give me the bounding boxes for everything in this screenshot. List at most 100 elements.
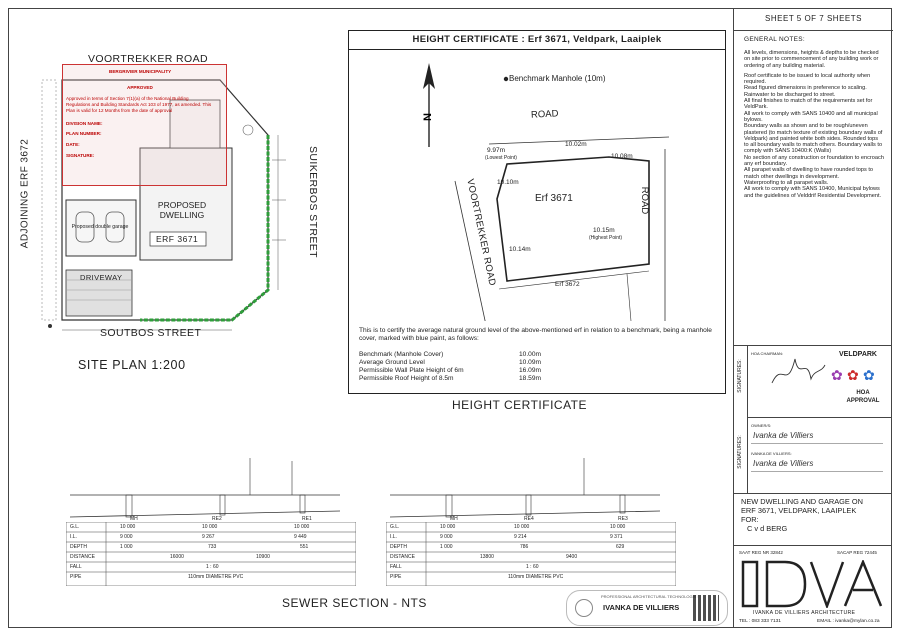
- erf-label: ERF 3671: [156, 234, 199, 244]
- row-label: I.L.: [390, 534, 397, 540]
- benchmark-label: Benchmark Manhole (10m): [509, 74, 606, 83]
- stamp-name: IVANKA DE VILLIERS: [603, 603, 680, 612]
- approval-title: BERGRIVIER MUNICIPALITY: [109, 69, 172, 74]
- designer-signature: Ivanka de Villiers: [753, 459, 814, 468]
- erf-plot: N: [422, 63, 670, 321]
- col-header: RE3: [618, 516, 628, 522]
- row-label: PIPE: [70, 574, 82, 580]
- approval-field: DIVISION NAME:: [66, 121, 103, 126]
- firm-stamp: PROFESSIONAL ARCHITECTURAL TECHNOLOGIST …: [566, 590, 728, 626]
- sewer-profile-1: [69, 458, 341, 518]
- adjoining-erf-label: ADJOINING ERF 3672: [19, 138, 31, 249]
- hc-row-value: 16.09m: [519, 367, 541, 374]
- level-highest-note: (Highest Point): [589, 235, 623, 241]
- cell: 733: [208, 544, 217, 550]
- note: Read figured dimensions in preference to…: [744, 85, 867, 92]
- cell: 9 214: [514, 534, 527, 540]
- notes-title: GENERAL NOTES:: [744, 36, 806, 43]
- stamp-role: PROFESSIONAL ARCHITECTURAL TECHNOLOGIST: [601, 594, 699, 599]
- cell: 1 000: [120, 544, 133, 550]
- flower-icon: ✿: [863, 367, 875, 383]
- owner-label: OWNER/S:: [751, 423, 772, 428]
- sacap-reg: SACAP REG 72445: [837, 550, 877, 555]
- note: Waterproofing to all parapet walls.: [744, 179, 829, 186]
- site-plan-caption: SITE PLAN 1:200: [78, 358, 186, 372]
- cell: 16000: [170, 554, 184, 560]
- dwelling-label: PROPOSED DWELLING: [157, 200, 207, 220]
- car-icon: [105, 211, 125, 243]
- cell: 10 000: [120, 524, 136, 530]
- firm-logo: [741, 560, 883, 608]
- garage-label: Proposed double garage: [71, 224, 129, 230]
- cell: 1 : 60: [206, 564, 219, 570]
- height-certificate-caption: HEIGHT CERTIFICATE: [452, 398, 588, 412]
- firm-tel: TEL : 083 333 7131: [739, 619, 781, 624]
- cell: 9400: [566, 554, 578, 560]
- hoa-signature: [771, 358, 826, 384]
- road-right-label: ROAD: [639, 186, 651, 215]
- row-label: DISTANCE: [390, 554, 415, 560]
- cell: 786: [520, 544, 529, 550]
- approval-text: Regulations and Building Standards Act 1…: [66, 102, 212, 107]
- note: All parapet walls of dwelling to have ro…: [744, 167, 874, 180]
- cell: 1 000: [440, 544, 453, 550]
- cell: 10 000: [514, 524, 530, 530]
- approval-text: Approved in terms of Section 7(1)(a) of …: [66, 96, 189, 101]
- firm-logo-icon: [575, 599, 593, 617]
- level-bottom-left: 10.14m: [509, 246, 531, 253]
- general-notes: All levels, dimensions, heights & depths…: [744, 50, 884, 199]
- signatures-side-label: SIGNATURES:: [737, 359, 743, 393]
- road-top-label: ROAD: [530, 108, 559, 121]
- qr-code-icon: [693, 595, 719, 621]
- height-certificate-box: HEIGHT CERTIFICATE : Erf 3671, Veldpark,…: [348, 30, 726, 394]
- cell: 9 000: [120, 534, 133, 540]
- col-header: RE2: [212, 516, 222, 522]
- hc-row-label: Benchmark (Manhole Cover): [359, 351, 444, 358]
- street-right-label: SUIKERBOS STREET: [307, 145, 319, 258]
- project-line: NEW DWELLING AND GARAGE ON: [741, 497, 863, 506]
- approval-field: DATE:: [66, 142, 80, 147]
- col-header: MH: [450, 516, 458, 522]
- row-label: DISTANCE: [70, 554, 95, 560]
- saat-reg: SAAT REG NR 32842: [739, 550, 783, 555]
- hc-row: Permissible Roof Height of 8.5m 18.59m: [359, 375, 559, 382]
- hc-row-value: 18.59m: [519, 375, 541, 382]
- hc-row-label: Permissible Roof Height of 8.5m: [359, 375, 454, 382]
- note: All work to comply with SANS 10400 and a…: [744, 110, 878, 123]
- level-highest: 10.15m: [593, 227, 615, 234]
- drawing-frame: [8, 8, 892, 628]
- firm-block: SAAT REG NR 32842 SACAP REG 72445 IVANKA…: [733, 545, 892, 628]
- level-lowest-note: (Lowest Point): [485, 155, 517, 161]
- owner-signature: Ivanka de Villiers: [753, 431, 814, 440]
- hoa-approval-label: HOA APPROVAL: [846, 390, 880, 404]
- erf-3671-outline: [496, 156, 650, 282]
- title-block: SHEET 5 OF 7 SHEETS GENERAL NOTES: All l…: [733, 8, 893, 628]
- note: All work to comply with SANS 10400, Muni…: [744, 186, 882, 199]
- cell: 10 000: [202, 524, 218, 530]
- level-top-right: 10.08m: [611, 153, 633, 160]
- street-top-label: VOORTREKKER ROAD: [88, 53, 208, 65]
- note: No section of any construction or founda…: [744, 154, 884, 168]
- col-header: MH: [130, 516, 138, 522]
- row-label: FALL: [70, 564, 82, 570]
- col-header: RE4: [524, 516, 534, 522]
- cell: 9 371: [610, 534, 623, 540]
- north-arrow-icon: [423, 63, 435, 89]
- cell: 10900: [256, 554, 270, 560]
- hc-row-value: 10.09m: [519, 359, 541, 366]
- height-certificate-title: HEIGHT CERTIFICATE : Erf 3671, Veldpark,…: [349, 31, 725, 50]
- approval-field: SIGNATURE:: [66, 153, 95, 158]
- cell: 13800: [480, 554, 494, 560]
- note: Rainwater to be discharged to street.: [744, 91, 836, 98]
- row-label: PIPE: [390, 574, 402, 580]
- approval-stamp: BERGRIVIER MUNICIPALITY APPROVED Approve…: [62, 64, 227, 186]
- driveway-area: [65, 269, 133, 317]
- hc-row: Benchmark (Manhole Cover)10.00m: [359, 351, 559, 358]
- driveway-label: DRIVEWAY: [80, 273, 123, 282]
- row-label: FALL: [390, 564, 402, 570]
- svg-text:N: N: [422, 113, 434, 121]
- cell: 9 267: [202, 534, 215, 540]
- project-line: ERF 3671, VELDPARK, LAAIPLEK: [741, 506, 857, 515]
- street-bottom-label: SOUTBOS STREET: [100, 327, 202, 339]
